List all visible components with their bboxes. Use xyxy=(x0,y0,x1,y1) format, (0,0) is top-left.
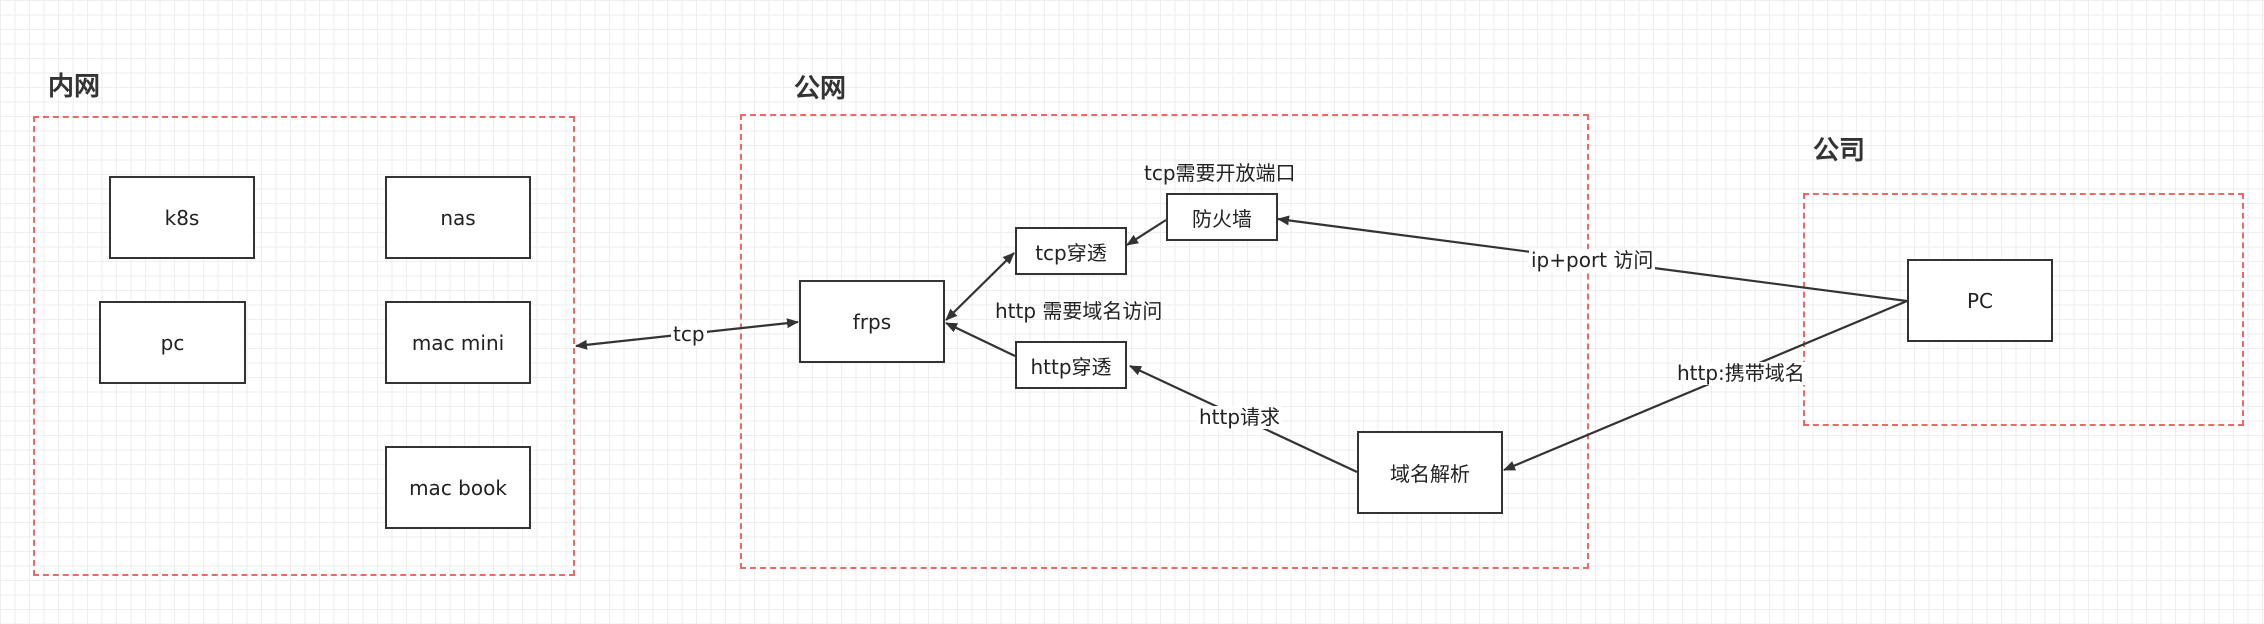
node-nas[interactable]: nas xyxy=(385,176,531,259)
node-k8s[interactable]: k8s xyxy=(109,176,255,259)
node-firewall[interactable]: 防火墙 xyxy=(1166,193,1278,241)
edge-frps-tcp-tunnel[interactable] xyxy=(945,252,1015,321)
annotation-http-note: http 需要域名访问 xyxy=(995,299,1163,323)
group-company[interactable] xyxy=(1803,193,2244,426)
group-title-public: 公网 xyxy=(794,74,847,104)
edge-http-domain[interactable] xyxy=(1503,299,1908,472)
annotation-firewall-note: tcp需要开放端口 xyxy=(1144,161,1296,185)
edge-label-tcp: tcp xyxy=(671,322,707,346)
edge-label-http-request: http请求 xyxy=(1197,405,1283,429)
node-tcp-tunnel[interactable]: tcp穿透 xyxy=(1015,227,1127,275)
node-mac-book[interactable]: mac book xyxy=(385,446,531,529)
node-pc-company[interactable]: PC xyxy=(1907,259,2053,342)
node-mac-mini[interactable]: mac mini xyxy=(385,301,531,384)
group-intranet[interactable] xyxy=(33,116,575,576)
edge-label-http-domain: http:携带域名 xyxy=(1675,361,1807,385)
edge-http-tunnel-frps[interactable] xyxy=(945,322,1016,357)
group-title-company: 公司 xyxy=(1813,136,1866,166)
node-http-tunnel[interactable]: http穿透 xyxy=(1015,341,1127,389)
node-pc-intranet[interactable]: pc xyxy=(99,301,246,384)
edge-firewall-tcp-tunnel[interactable] xyxy=(1126,219,1167,246)
group-title-intranet: 内网 xyxy=(48,72,101,102)
node-frps[interactable]: frps xyxy=(799,280,945,363)
node-dns[interactable]: 域名解析 xyxy=(1357,431,1503,514)
edge-label-ip-port: ip+port 访问 xyxy=(1529,248,1656,272)
